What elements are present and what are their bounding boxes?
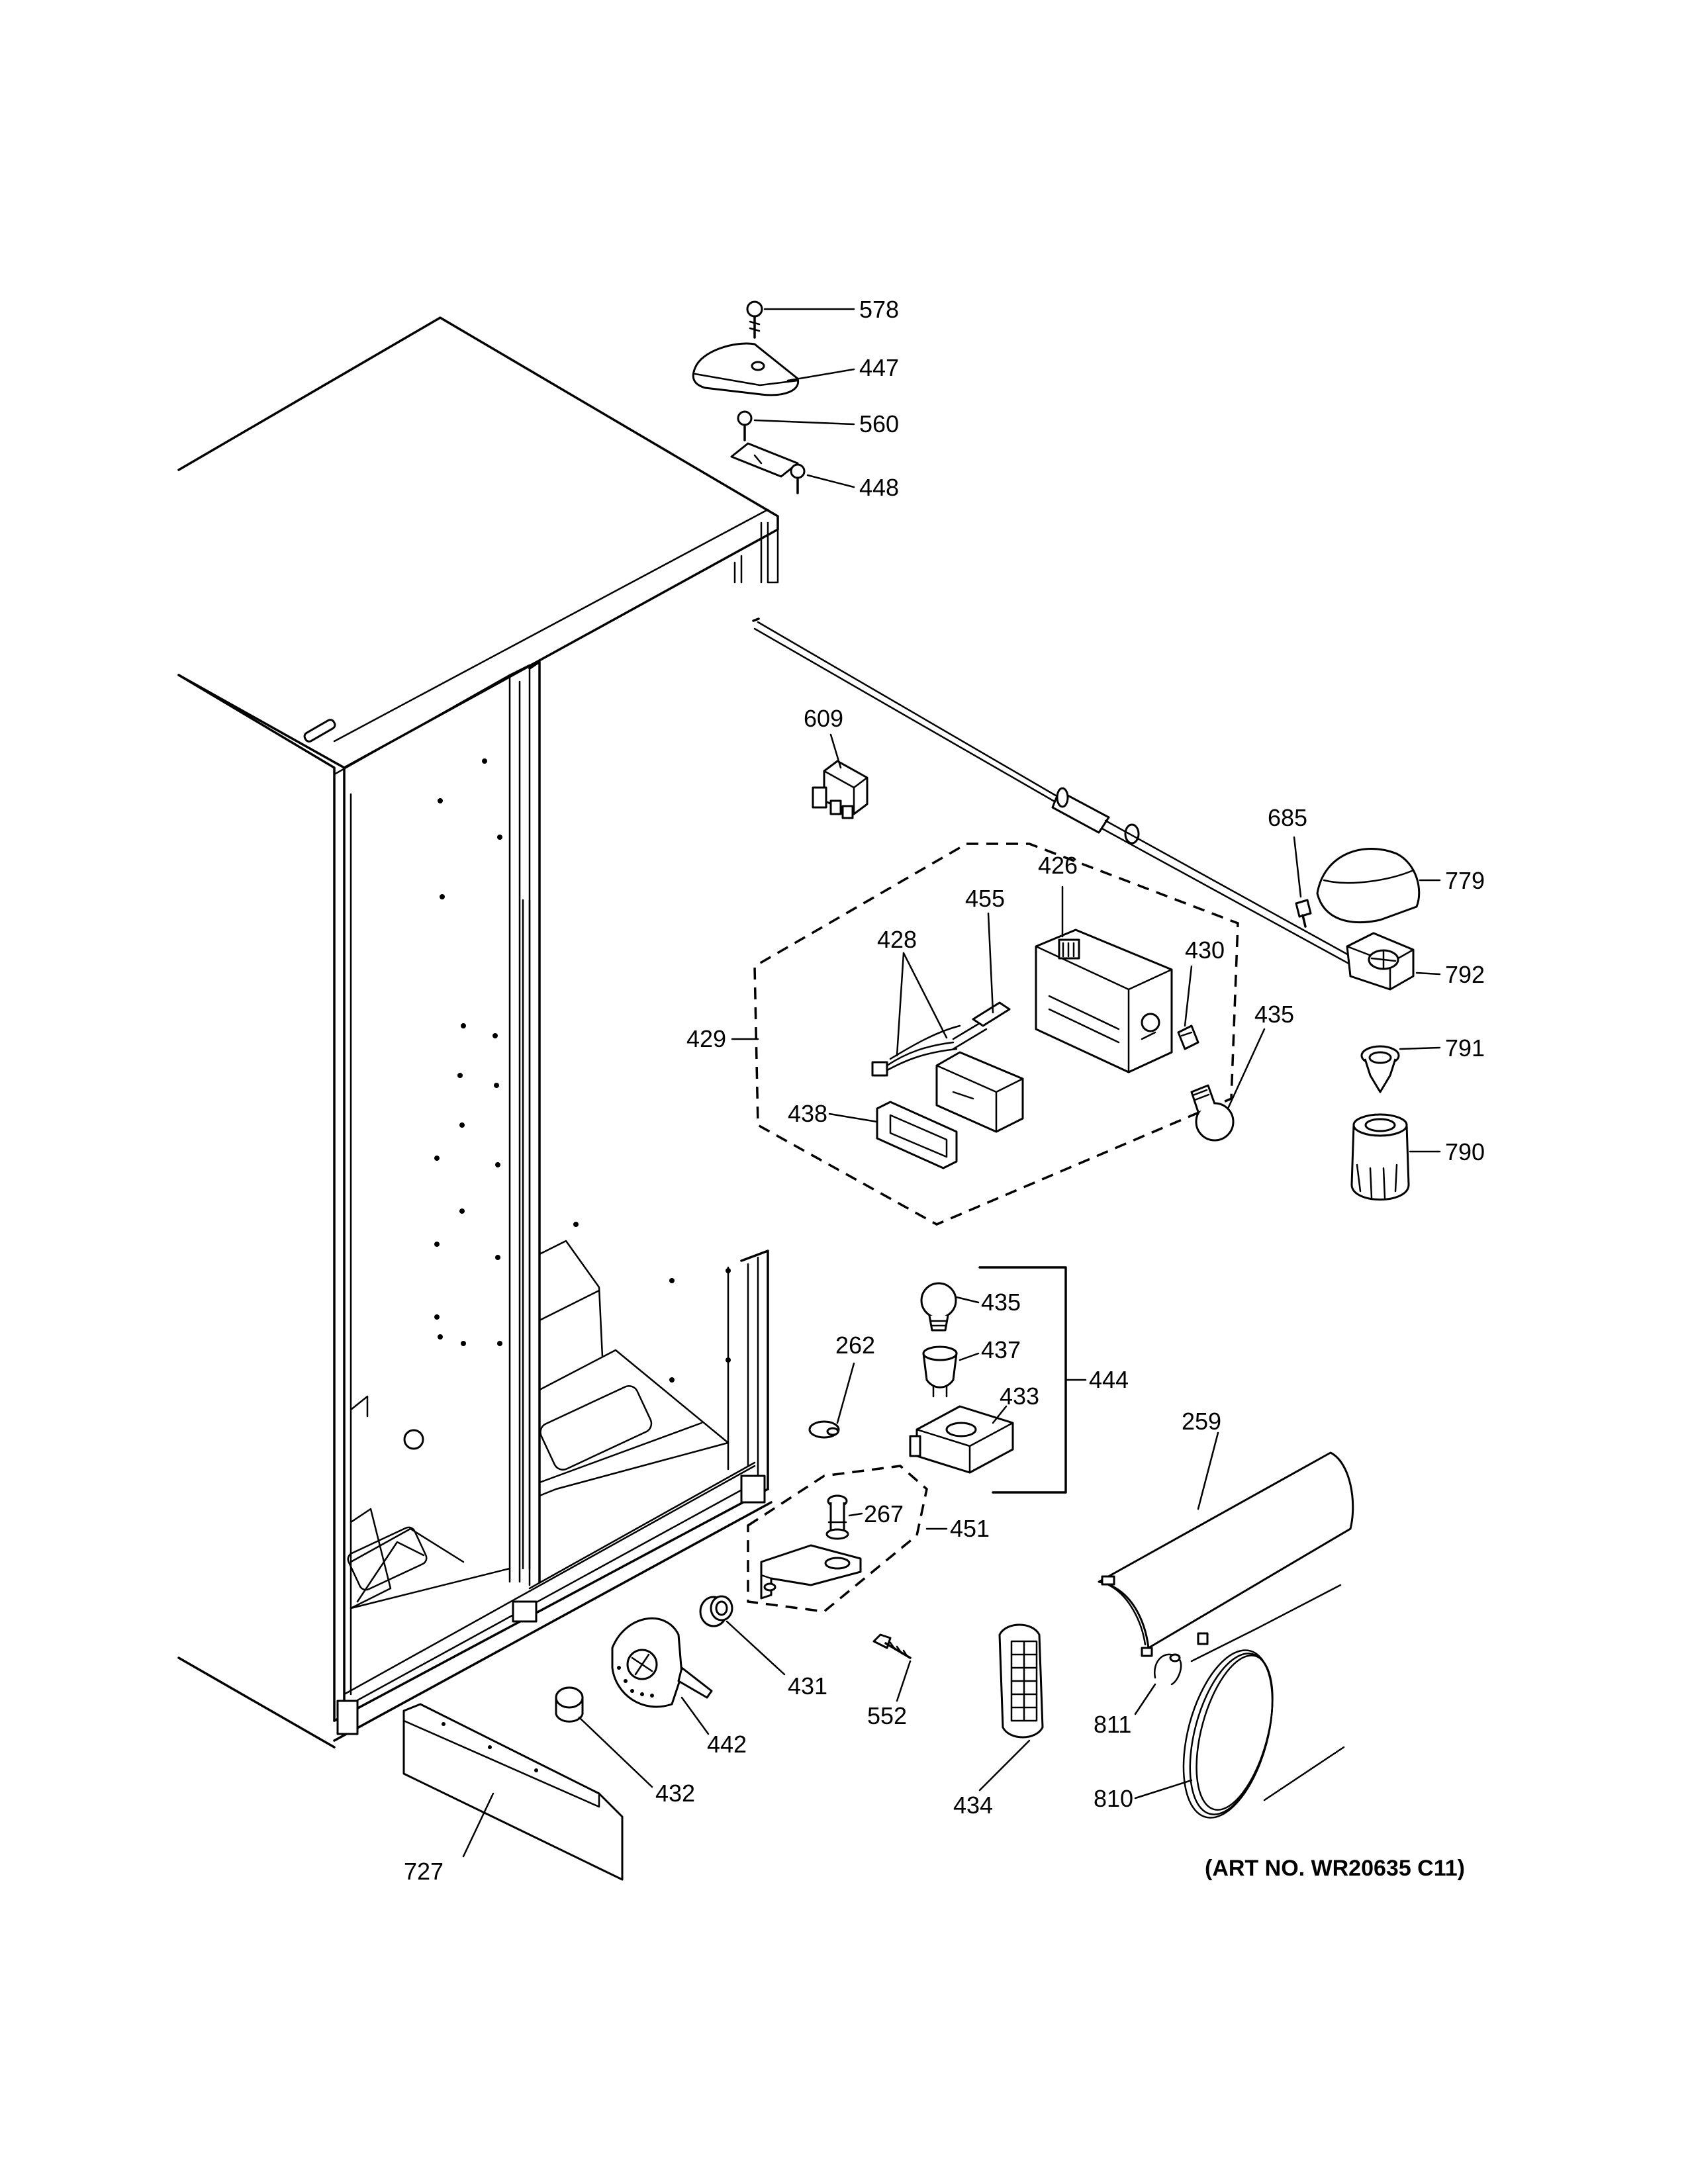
spacer-432 — [555, 1686, 584, 1723]
label-435-upper: 435 — [1254, 1001, 1294, 1028]
cabinet-body — [177, 316, 779, 1749]
label-455: 455 — [965, 885, 1005, 912]
label-727: 727 — [404, 1858, 444, 1885]
clip-430 — [1177, 1024, 1199, 1050]
socket-791 — [1360, 1045, 1400, 1093]
label-426: 426 — [1038, 852, 1078, 879]
housing-792 — [1346, 932, 1415, 991]
label-262: 262 — [835, 1332, 875, 1359]
label-432: 432 — [655, 1780, 695, 1807]
label-438: 438 — [788, 1100, 827, 1127]
bulb-435-lower — [920, 1282, 957, 1332]
screw-552 — [872, 1633, 912, 1659]
screw-685 — [1295, 899, 1312, 928]
label-442: 442 — [707, 1731, 747, 1758]
label-609: 609 — [804, 705, 843, 732]
label-444: 444 — [1089, 1366, 1129, 1393]
electrical-cable — [752, 617, 1358, 968]
leader-lines — [462, 308, 1441, 1858]
label-552: 552 — [867, 1702, 907, 1729]
assembly-451-boundary — [747, 1465, 928, 1613]
label-267: 267 — [864, 1500, 904, 1527]
cam-442 — [611, 1617, 713, 1708]
art-number: (ART NO. WR20635 C11) — [1205, 1856, 1465, 1881]
label-430: 430 — [1185, 936, 1225, 964]
cover-779 — [1316, 848, 1421, 924]
callout-labels: 578 447 560 448 609 685 779 792 791 790 … — [404, 296, 1485, 1885]
gasket-438 — [876, 1101, 958, 1169]
control-box-426 — [1035, 929, 1173, 1073]
panel-259 — [1098, 1451, 1354, 1657]
label-811: 811 — [1094, 1711, 1131, 1738]
hinge-screw-560 — [737, 410, 753, 441]
label-685: 685 — [1268, 804, 1307, 831]
label-791: 791 — [1445, 1034, 1485, 1062]
label-429: 429 — [686, 1025, 726, 1052]
bulb-435-upper — [1190, 1084, 1235, 1142]
label-810: 810 — [1094, 1785, 1133, 1812]
lamp-socket-437 — [922, 1345, 958, 1398]
label-560: 560 — [859, 410, 899, 437]
label-433: 433 — [1000, 1383, 1039, 1410]
top-hinge-448 — [730, 442, 806, 494]
label-434: 434 — [953, 1792, 993, 1819]
cap-790 — [1350, 1113, 1410, 1201]
housing-433 — [909, 1405, 1014, 1474]
washer-262 — [808, 1420, 840, 1439]
dispenser-switch-unit — [935, 1051, 1024, 1133]
sensor-455 — [972, 1001, 1011, 1027]
liner-holes — [403, 758, 731, 1450]
hinge-pin-267 — [825, 1494, 849, 1540]
hinge-bracket-451 — [760, 1544, 862, 1600]
label-435-lower: 435 — [981, 1289, 1021, 1316]
label-578: 578 — [859, 296, 899, 323]
label-451: 451 — [950, 1515, 990, 1542]
assembly-429-boundary — [753, 842, 1239, 1226]
bushing-431 — [699, 1595, 733, 1627]
label-790: 790 — [1445, 1138, 1485, 1165]
grille-434 — [998, 1623, 1044, 1739]
label-779: 779 — [1445, 867, 1485, 894]
connector-609 — [812, 760, 868, 819]
label-259: 259 — [1182, 1408, 1221, 1435]
water-tube-810 — [1182, 1584, 1345, 1819]
label-431: 431 — [788, 1672, 827, 1700]
label-448: 448 — [859, 474, 899, 501]
label-428: 428 — [877, 926, 917, 953]
clip-811 — [1153, 1653, 1182, 1686]
label-447: 447 — [859, 354, 899, 381]
label-792: 792 — [1445, 961, 1485, 988]
kickplate-727 — [402, 1703, 624, 1881]
label-437: 437 — [981, 1336, 1021, 1363]
hinge-cover-447 — [692, 342, 800, 396]
hinge-screw-578 — [746, 300, 763, 339]
